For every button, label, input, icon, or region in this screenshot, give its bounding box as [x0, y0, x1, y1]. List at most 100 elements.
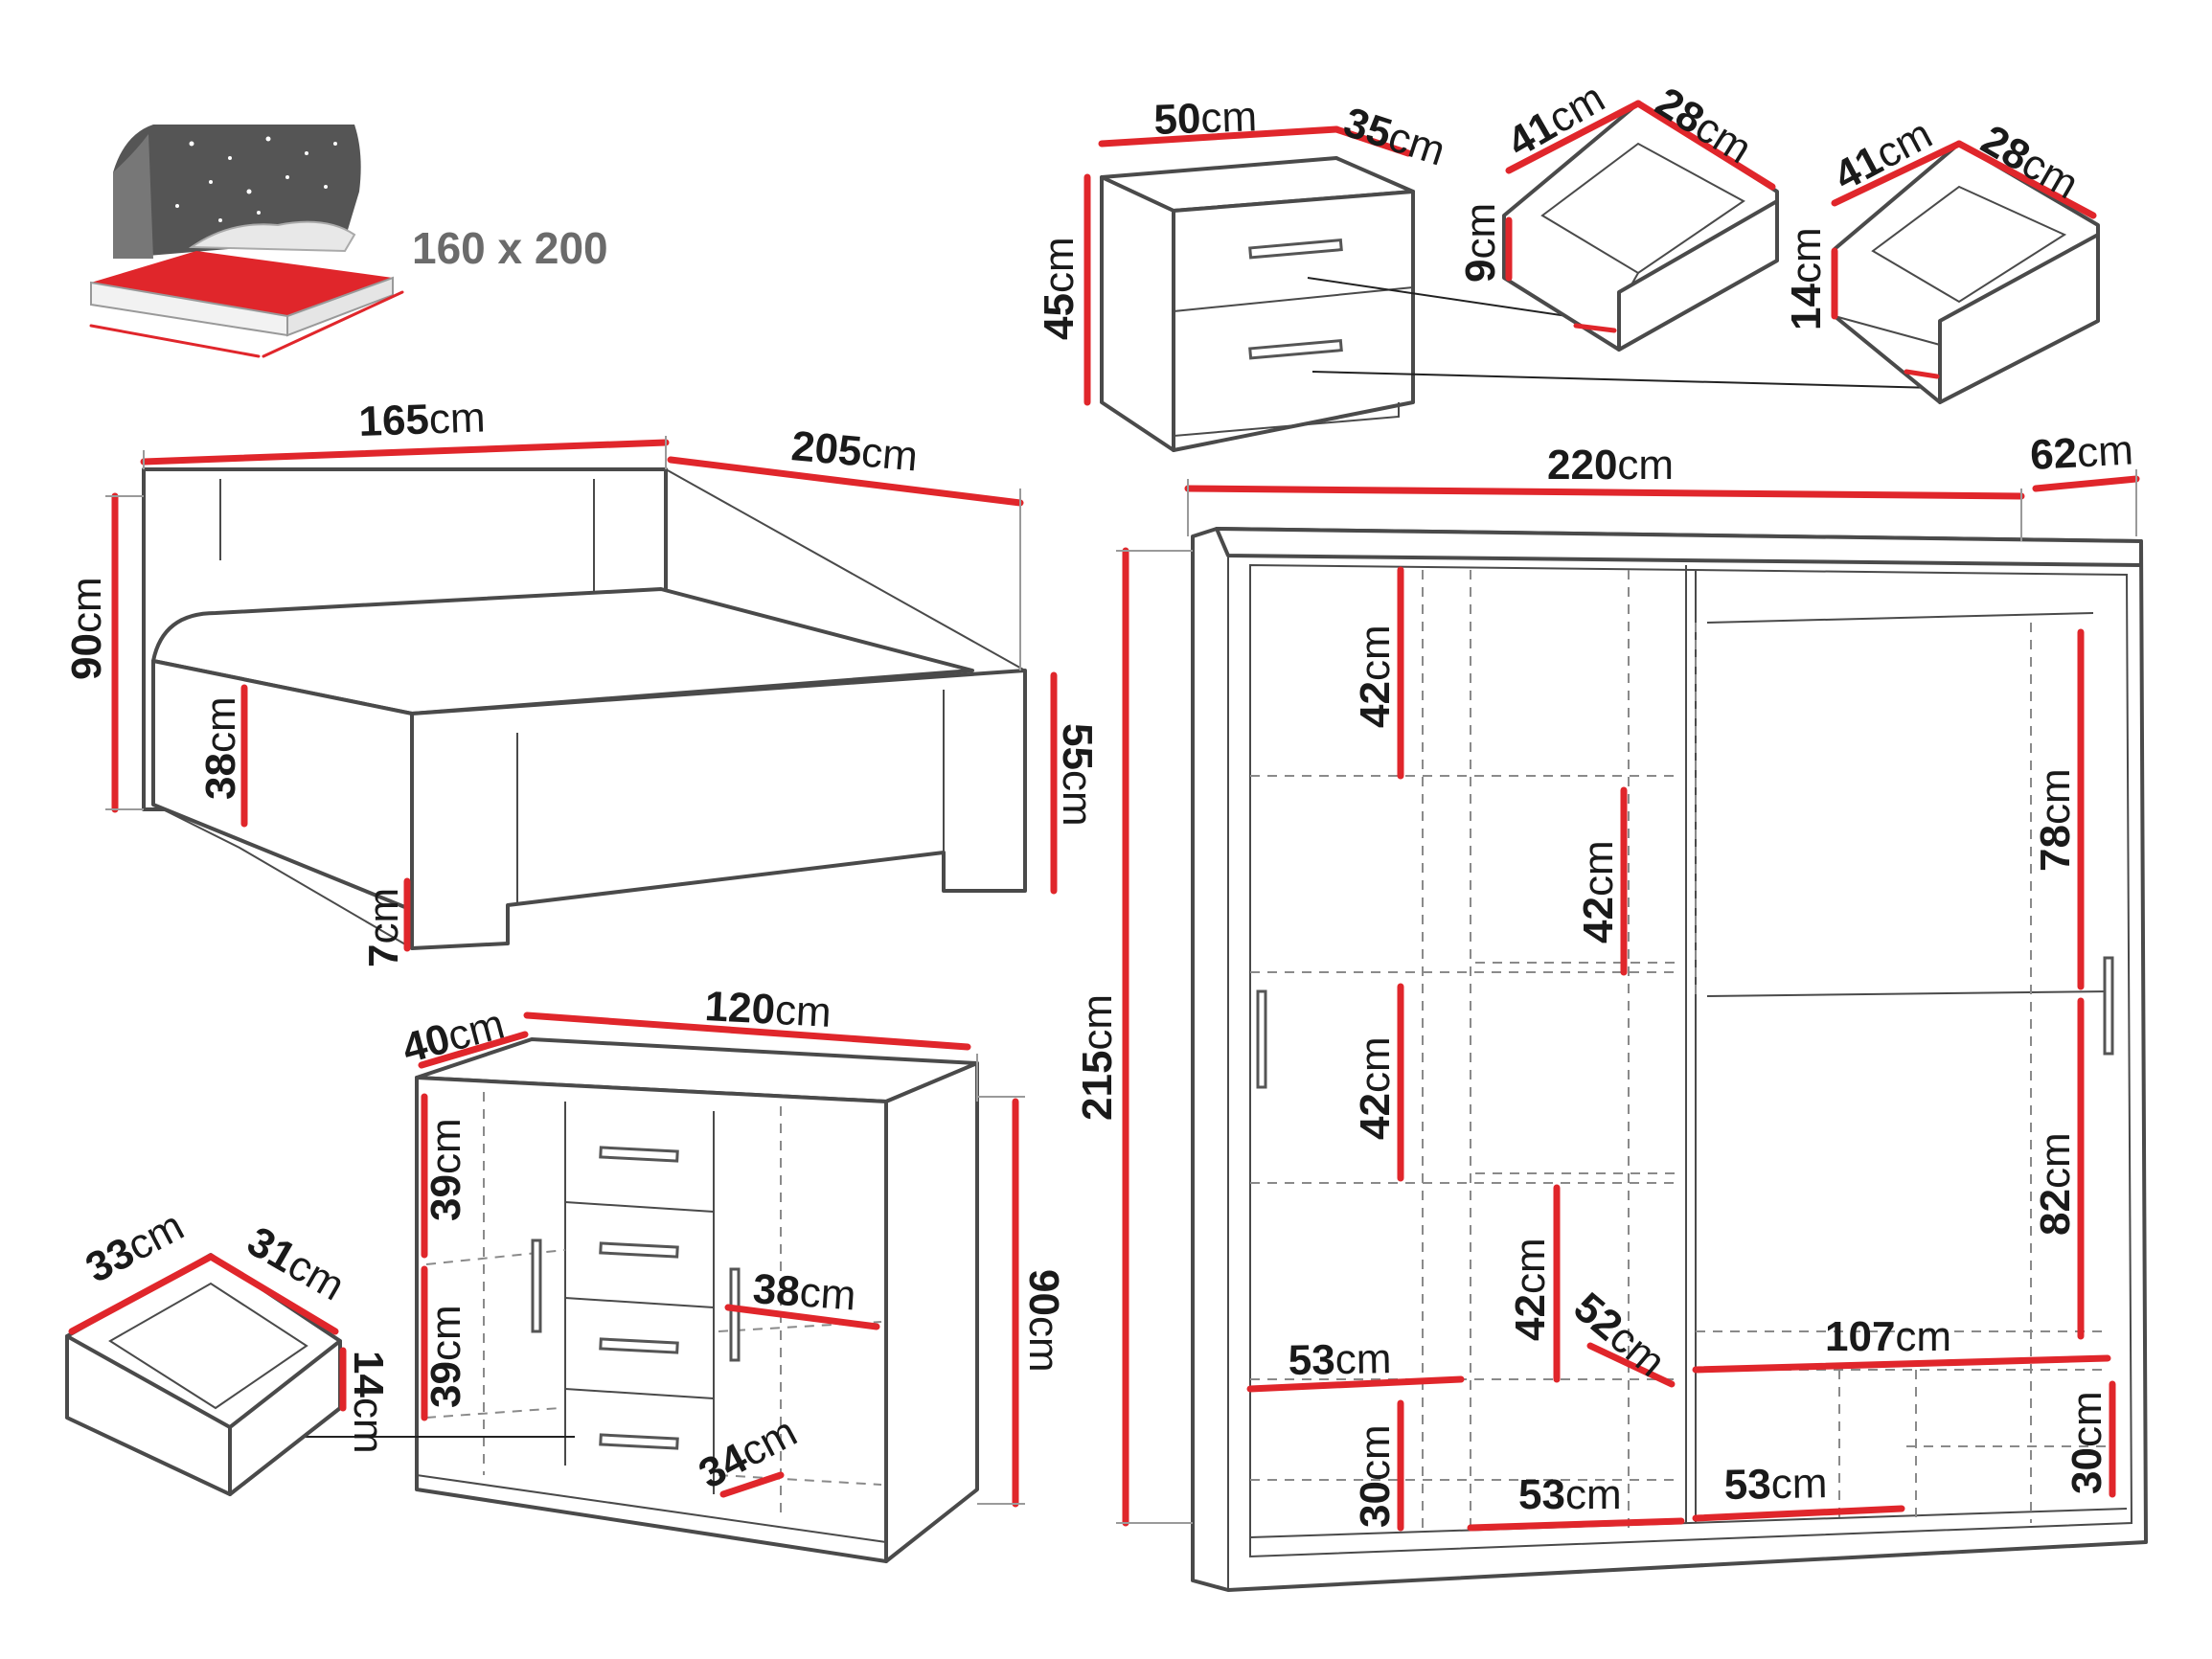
- dim-unit: cm: [798, 1269, 857, 1320]
- dim-unit: cm: [1036, 237, 1083, 293]
- dim-number: 39: [422, 1361, 469, 1408]
- dim-unit: cm: [1352, 1424, 1399, 1481]
- dim-unit: cm: [1457, 203, 1504, 260]
- dim-number: 82: [2032, 1189, 2079, 1236]
- dim-number: 39: [422, 1174, 469, 1221]
- bed-measure-lines: [105, 436, 1058, 952]
- dim-unit: cm: [422, 1118, 469, 1174]
- dim-number: 220: [1547, 442, 1617, 489]
- dim-unit: cm: [345, 1398, 392, 1454]
- dim-unit: cm: [774, 987, 832, 1036]
- dim-bed-foot: 55cm: [1054, 723, 1101, 827]
- dim-number: 38: [197, 753, 244, 800]
- bed-drawing: [142, 467, 1027, 950]
- dim-number: 42: [1507, 1294, 1554, 1341]
- dim-wr-s2: 42cm: [1575, 840, 1622, 943]
- dim-number: 38: [751, 1265, 801, 1315]
- dim-wr-82: 82cm: [2032, 1132, 2079, 1236]
- dim-sb-height: 90cm: [1020, 1269, 1067, 1373]
- dim-number: 53: [1288, 1336, 1335, 1384]
- dim-wr-53c: 53cm: [1723, 1460, 1827, 1509]
- dim-unit: cm: [428, 394, 486, 443]
- dim-unit: cm: [1575, 840, 1622, 897]
- dim-wr-depth: 62cm: [2029, 426, 2134, 479]
- dim-number: 120: [703, 983, 776, 1034]
- dim-unit: cm: [859, 429, 920, 481]
- dim-number: 205: [789, 422, 863, 475]
- nightstand-drawing: [1083, 125, 1936, 452]
- dim-unit: cm: [2032, 768, 2079, 825]
- dim-wr-height: 215cm: [1074, 994, 1121, 1121]
- dim-unit: cm: [1770, 1460, 1828, 1508]
- dim-number: 78: [2032, 825, 2079, 872]
- dim-wr-78: 78cm: [2032, 768, 2079, 872]
- dim-bed-height: 90cm: [63, 577, 110, 680]
- dim-unit: cm: [1507, 1238, 1554, 1294]
- dim-wr-s4: 42cm: [1507, 1238, 1554, 1341]
- dim-unit: cm: [1783, 227, 1830, 284]
- dim-unit: cm: [1352, 625, 1399, 681]
- dim-sb-38: 38cm: [751, 1265, 857, 1319]
- dim-ns-depth: 35cm: [1338, 99, 1450, 175]
- drawer-14cm-drawing: [1831, 140, 2100, 404]
- dim-unit: cm: [1200, 93, 1258, 142]
- dim-unit: cm: [1054, 770, 1101, 827]
- dim-number: 90: [63, 633, 110, 680]
- drawer-sideboard-drawing: [65, 1253, 347, 1496]
- wardrobe-drawing: [1191, 527, 2148, 1592]
- dim-wr-30b: 30cm: [2064, 1391, 2110, 1494]
- dim-sb-39b: 39cm: [422, 1305, 469, 1408]
- dim-number: 30: [1352, 1481, 1399, 1528]
- dim-unit: cm: [2032, 1132, 2079, 1189]
- dim-wr-53b: 53cm: [1518, 1471, 1622, 1518]
- dim-number: 42: [1352, 681, 1399, 728]
- dim-wr-30a: 30cm: [1352, 1424, 1399, 1528]
- wardrobe-measure-lines: [1116, 469, 2140, 1532]
- dim-ns-width: 50cm: [1153, 93, 1258, 144]
- dim-bed-length: 205cm: [789, 422, 920, 480]
- mattress-size-label: 160 x 200: [412, 223, 608, 273]
- dim-wr-s3: 42cm: [1352, 1036, 1399, 1140]
- dim-number: 42: [1575, 897, 1622, 943]
- dim-number: 9: [1457, 260, 1504, 283]
- dim-number: 7: [360, 944, 407, 967]
- dim-number: 62: [2029, 429, 2078, 478]
- dim-number: 30: [2064, 1447, 2110, 1494]
- dim-bed-leg: 7cm: [360, 888, 407, 967]
- sideboard-drawing: [268, 1037, 979, 1563]
- dim-number: 165: [358, 396, 430, 445]
- dim-number: 215: [1074, 1051, 1121, 1121]
- dim-unit: cm: [422, 1305, 469, 1361]
- dim-unit: cm: [197, 696, 244, 753]
- dim-unit: cm: [1020, 1316, 1067, 1373]
- dim-unit: cm: [360, 888, 407, 944]
- dim-wr-s1: 42cm: [1352, 625, 1399, 728]
- dim-wr-107: 107cm: [1825, 1313, 1951, 1360]
- dim-unit: cm: [1617, 442, 1674, 489]
- dim-number: 53: [1518, 1471, 1565, 1518]
- dim-d3-height: 14cm: [345, 1351, 392, 1454]
- dim-d2-height: 14cm: [1783, 227, 1830, 330]
- dim-unit: cm: [1895, 1313, 1951, 1360]
- dim-number: 107: [1825, 1313, 1895, 1360]
- dim-ns-height: 45cm: [1036, 237, 1083, 340]
- dim-unit: cm: [1334, 1335, 1392, 1383]
- dim-wr-53a: 53cm: [1288, 1335, 1391, 1384]
- dim-number: 42: [1352, 1093, 1399, 1140]
- dim-number: 14: [345, 1351, 392, 1398]
- dim-bed-width: 165cm: [358, 394, 487, 445]
- dim-number: 45: [1036, 293, 1083, 340]
- mattress-icon: [89, 125, 404, 358]
- dim-number: 53: [1723, 1461, 1771, 1509]
- dim-unit: cm: [63, 577, 110, 633]
- dim-unit: cm: [2064, 1391, 2110, 1447]
- dim-unit: cm: [2076, 426, 2134, 476]
- dim-wr-width: 220cm: [1547, 442, 1674, 489]
- dim-unit: cm: [1074, 994, 1121, 1051]
- dim-number: 50: [1153, 95, 1202, 144]
- sideboard-measure-lines: [418, 1011, 1025, 1508]
- dim-sb-39a: 39cm: [422, 1118, 469, 1221]
- dim-number: 90: [1020, 1269, 1067, 1316]
- dim-unit: cm: [1565, 1471, 1622, 1518]
